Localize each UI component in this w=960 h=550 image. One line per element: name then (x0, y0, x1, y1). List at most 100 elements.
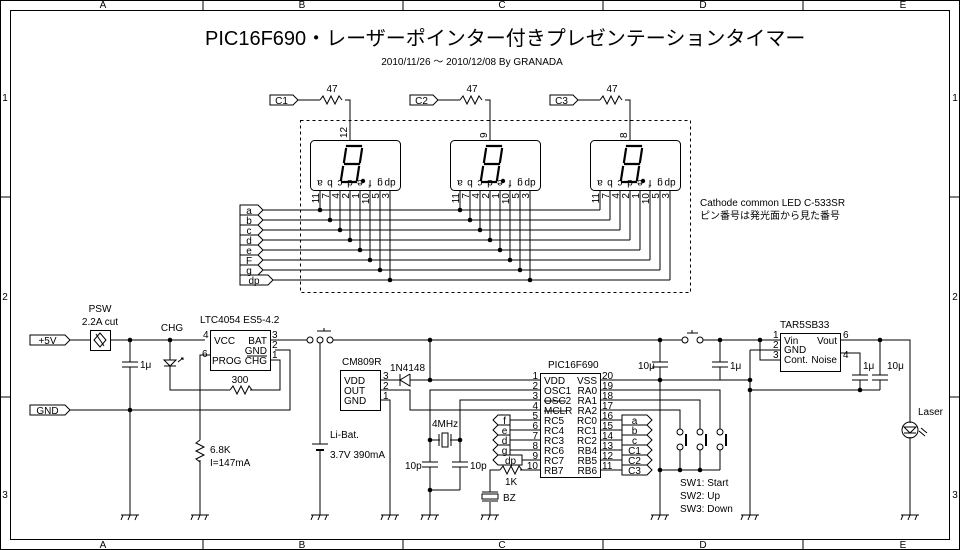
buzzer-plates (482, 491, 498, 502)
resistor-value: 47 (466, 84, 478, 95)
prog-resistor (194, 439, 206, 463)
segment-letter: f (508, 177, 511, 188)
prog-resistor-value: 6.8K (210, 445, 231, 456)
mcu-pin-label: RC0 (577, 416, 597, 427)
mcu-pin-label: RA0 (578, 386, 598, 397)
mcu-pin-number: 3 (532, 391, 538, 402)
common-pin-number: 12 (339, 126, 350, 138)
bus-label: F (246, 256, 252, 267)
common-net-label-c2: C2 (415, 96, 428, 107)
osc-cap-value: 10p (470, 461, 487, 472)
segment-pin-number: 11 (451, 193, 462, 204)
inner-frame (10, 10, 950, 540)
battery-icon (316, 449, 324, 451)
seven-segment-display (310, 140, 401, 191)
mcu-pin-number: 14 (602, 431, 614, 442)
segment-letter: a (457, 177, 463, 188)
charger-pin-number: 1 (272, 350, 278, 361)
grid-col-label: B (299, 0, 306, 11)
junction-dot (427, 437, 433, 443)
osc-capacitor (422, 461, 438, 468)
segment-letter: e (357, 177, 363, 188)
mcu-net-label-tag (621, 464, 653, 476)
mcu-pin-number: 18 (602, 391, 614, 402)
mcu-net-label: f (503, 416, 506, 427)
charger-pin-label: VCC (214, 336, 235, 347)
psw-label: PSW (89, 304, 112, 315)
grid-row-label: 3 (2, 490, 8, 501)
segment-letter: c (338, 177, 343, 188)
segment-letter: d (627, 177, 633, 188)
grid-col-label: D (699, 0, 706, 11)
junction-dot (657, 377, 663, 383)
plus5v-label: +5V (38, 336, 56, 347)
junction-dot (697, 467, 703, 473)
reset-pin-number: 1 (383, 391, 389, 402)
grid-col-label: E (900, 540, 907, 550)
mcu-net-label-tag (492, 414, 511, 426)
mcu-pin-number: 8 (532, 441, 538, 452)
mcu-net-label: dp (505, 456, 517, 467)
switch-contact (716, 428, 724, 436)
diode-label: 1N4148 (390, 363, 425, 374)
bus-label-tag (239, 204, 264, 216)
grid-col-label: C (498, 0, 505, 11)
gnd-label: GND (36, 406, 58, 417)
mcu-overline (544, 400, 566, 412)
regulator-pin-number: 3 (773, 350, 779, 361)
crystal-label: 4MHz (432, 419, 458, 430)
segment-letter: b (327, 177, 333, 188)
segment-letter: d (347, 177, 353, 188)
bus-label-tag (239, 264, 264, 276)
reg-in-cap-value: 1μ (730, 361, 742, 372)
segment-letter: b (467, 177, 473, 188)
wire (199, 339, 307, 515)
regulator-pin-label: Vin (784, 336, 798, 347)
switch-contact (696, 428, 704, 436)
segment-letter: d (487, 177, 493, 188)
power-switch-lever (317, 328, 331, 332)
wire (380, 379, 530, 515)
switch-contact (326, 336, 334, 344)
grid-col-label: D (699, 540, 706, 550)
mcu-pin-label: RC6 (544, 446, 564, 457)
mcu-pin-number: 5 (532, 411, 538, 422)
segment-letter: c (478, 177, 483, 188)
segment-pin-number: 5 (371, 193, 382, 199)
bus-label: d (246, 236, 252, 247)
regulator-pin-label: Vout (817, 336, 837, 347)
out-cap-value: 10μ (887, 361, 904, 372)
mcu-pin-number: 9 (532, 451, 538, 462)
segment-pin-number: 1 (491, 193, 502, 199)
junction-dot (677, 467, 683, 473)
common-net-label-c2-tag (409, 94, 439, 106)
laser-diode-glyph (902, 426, 918, 434)
vdd-cap-value: 10μ (638, 361, 655, 372)
laser-light-arrow (918, 427, 928, 437)
switch-contact (306, 336, 314, 344)
psw-rating: 2.2A cut (82, 317, 118, 328)
common-pin-number: 9 (479, 132, 490, 138)
decimal-point (640, 178, 646, 184)
output-capacitor (872, 374, 888, 381)
segment-letter: dp (664, 177, 676, 188)
junction-dot (457, 437, 463, 443)
mcu-pin-label: RC1 (577, 426, 597, 437)
mcu-pin-label: RC7 (544, 456, 564, 467)
led-note: Cathode common LED C-533SR (700, 198, 845, 209)
bus-label: e (246, 246, 252, 257)
reset-pin-label: VDD (344, 376, 365, 387)
mcu-pin-number: 12 (602, 451, 614, 462)
charger-pin-label: CHG (245, 356, 267, 367)
polyswitch-fuse (90, 330, 111, 351)
switch-contact (681, 336, 689, 344)
charger-pin-label: GND (245, 346, 267, 357)
digit-resistor (599, 94, 623, 106)
regulator-name: TAR5SB33 (780, 320, 830, 331)
chg-resistor (229, 384, 253, 396)
regulator-pin-label: Cont. (784, 355, 808, 366)
mcu-net-label-tag (621, 454, 653, 466)
switch-contact (696, 336, 704, 344)
segment-letter: a (317, 177, 323, 188)
bus-label-tag (239, 234, 264, 246)
